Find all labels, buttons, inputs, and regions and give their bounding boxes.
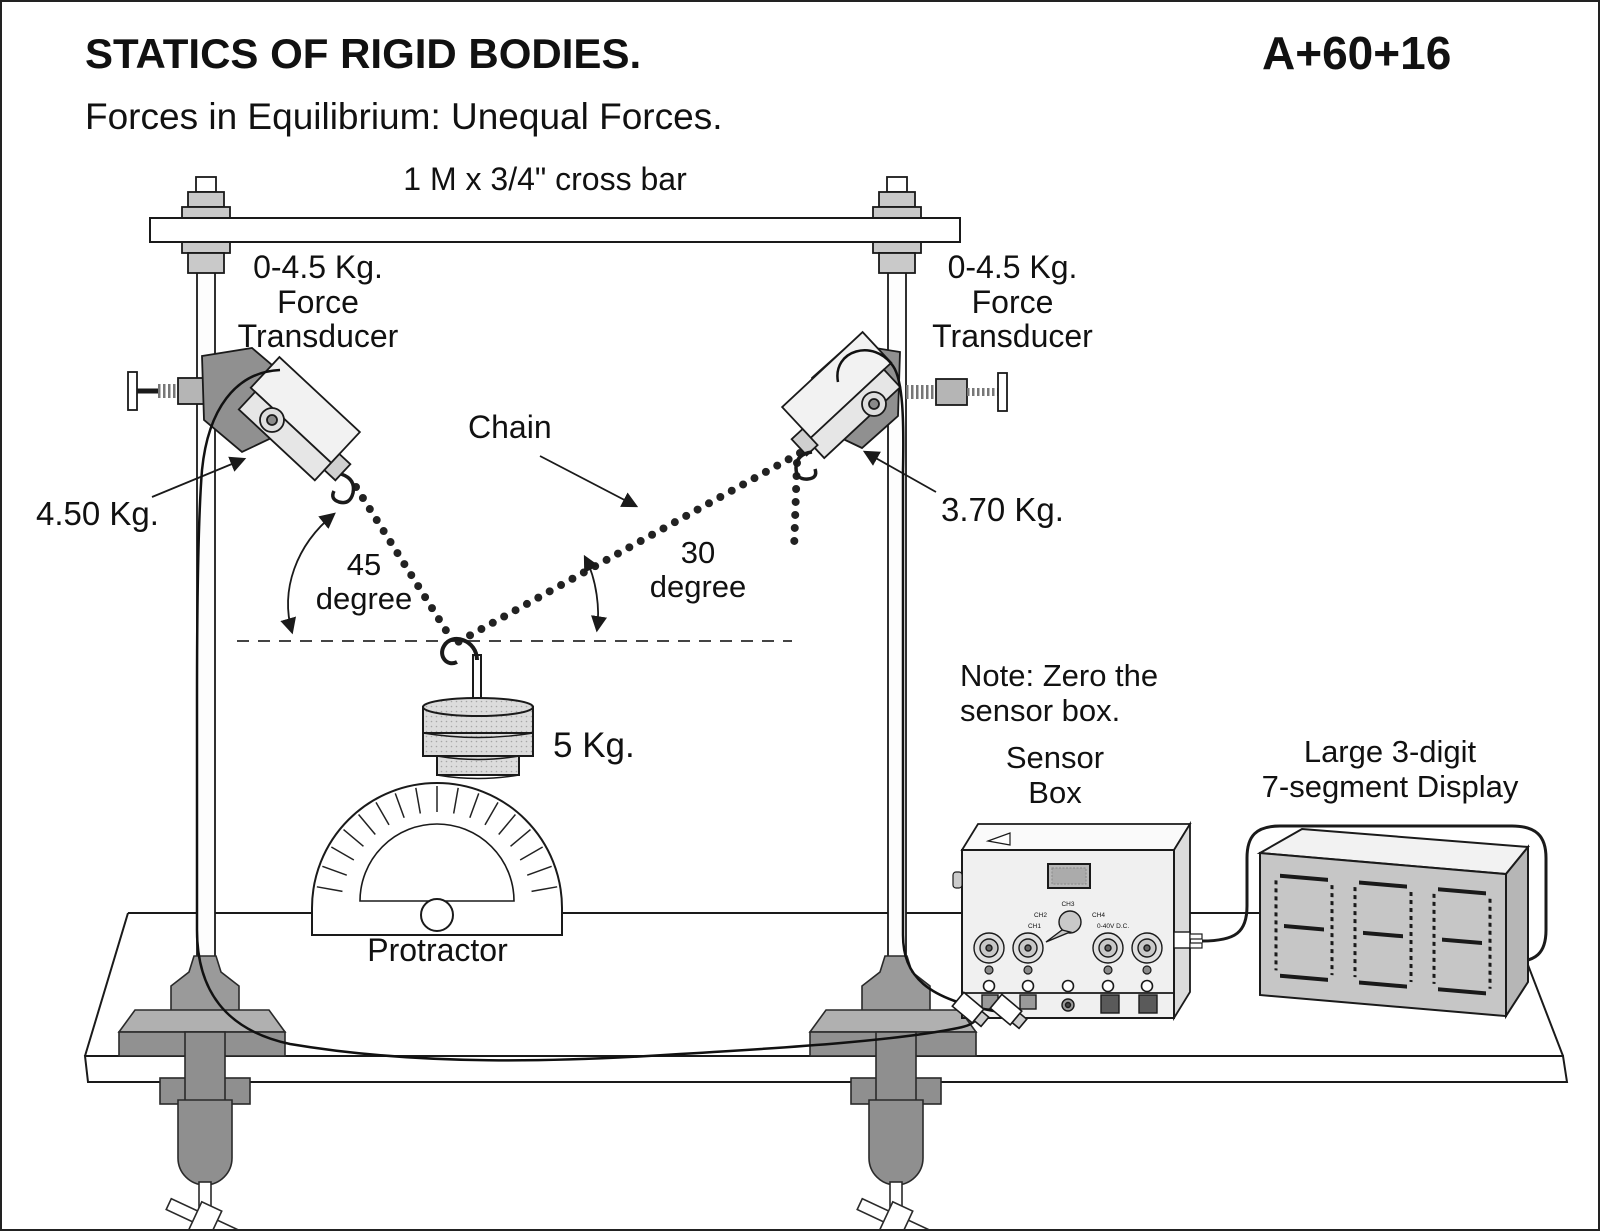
left-table-clamp (117, 955, 287, 1231)
sensor-box-label: Sensor Box (1005, 740, 1105, 811)
channel-selector-knob (1045, 910, 1082, 943)
cable-plug-1 (951, 991, 990, 1028)
right-force-reading: 3.70 Kg. (941, 491, 1064, 528)
output-jacks (982, 979, 1154, 993)
protractor-ticks (316, 786, 558, 893)
cross-bar-fittings (181, 176, 922, 274)
protractor (311, 782, 563, 936)
digit-1 (1274, 873, 1334, 982)
chain-label: Chain (468, 409, 552, 445)
zero-note: Note: Zero the sensor box. (960, 658, 1159, 729)
led-indicators (984, 965, 1152, 975)
display-label: Large 3-digit 7-segment Display (1261, 734, 1519, 805)
right-table-clamp (808, 955, 978, 1231)
seven-segment-display-unit (1256, 827, 1530, 1020)
svg-text:CH2: CH2 (1034, 912, 1047, 919)
svg-text:CH1: CH1 (1028, 923, 1041, 930)
left-transducer-cable (195, 368, 977, 1062)
digit-2 (1353, 880, 1413, 989)
page-subtitle: Forces in Equilibrium: Unequal Forces. (85, 96, 723, 137)
left-force-reading: 4.50 Kg. (36, 495, 159, 532)
side-connector (1173, 931, 1191, 949)
right-transducer-label: 0-4.5 Kg. Force Transducer (932, 249, 1093, 355)
gain-knobs (973, 932, 1163, 964)
svg-text:CH3: CH3 (1061, 901, 1074, 908)
zero-adjust-icon (985, 832, 1011, 846)
input-connectors (981, 994, 1158, 1014)
cross-bar (149, 217, 961, 243)
leader-right-force (862, 450, 937, 493)
channel-selector-labels: CH2 CH3 CH4 CH1 0-40V D.C. (1028, 901, 1129, 930)
leader-chain (539, 455, 639, 508)
left-angle-label: 45 degree (315, 547, 413, 617)
right-chain (454, 449, 804, 646)
svg-text:0-40V D.C.: 0-40V D.C. (1097, 923, 1129, 930)
angle-arc-45 (280, 512, 336, 635)
left-transducer-label: 0-4.5 Kg. Force Transducer (237, 249, 399, 355)
digit-3 (1432, 887, 1492, 996)
catalog-code: A+60+16 (1262, 27, 1452, 79)
right-angle-label: 30 degree (649, 535, 747, 605)
center-hook (440, 637, 482, 708)
angle-arc-30 (583, 554, 608, 633)
leader-left-force (151, 456, 247, 498)
svg-text:CH4: CH4 (1092, 912, 1105, 919)
left-force-transducer (127, 347, 362, 505)
page-title: STATICS OF RIGID BODIES. (85, 30, 642, 77)
weight-label: 5 Kg. (553, 726, 635, 765)
cable-plug-2 (989, 993, 1028, 1030)
left-chain (352, 483, 456, 644)
cross-bar-label: 1 M x 3/4" cross bar (403, 161, 687, 197)
sensor-box (952, 820, 1203, 1022)
display-cable (1201, 824, 1548, 964)
right-force-transducer (780, 330, 1008, 481)
weight-5kg (422, 697, 534, 780)
protractor-label: Protractor (367, 932, 508, 968)
